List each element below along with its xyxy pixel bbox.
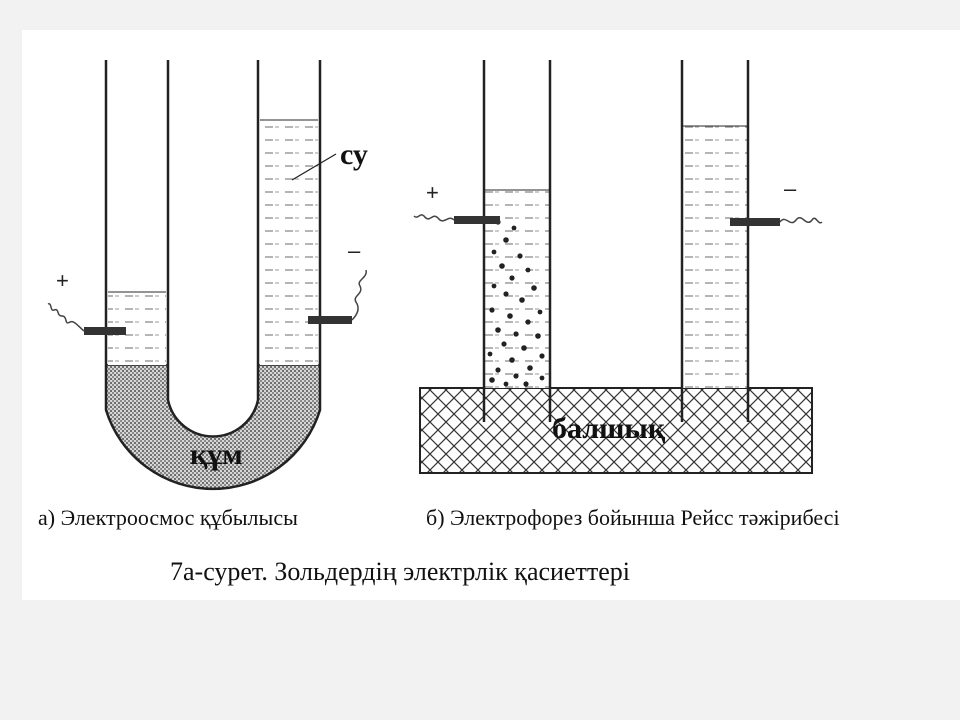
reuss-right-electrode-wire (779, 217, 823, 224)
figure-caption: 7а-сурет. Зольдердің электрлік қасиеттер… (170, 557, 630, 586)
sand-label: құм (190, 438, 243, 471)
right-electrode-wire (351, 269, 367, 321)
electrokinetic-diagram: + – су құм (38, 60, 840, 586)
reuss-plus-sign: + (426, 180, 439, 205)
reuss-minus-sign: – (784, 176, 797, 201)
particle-cloud (487, 219, 545, 387)
right-arm-water (260, 120, 318, 365)
right-electrode (308, 316, 352, 324)
caption-a: а) Электроосмос құбылысы (38, 505, 298, 530)
caption-b: б) Электрофорез бойынша Рейсс тәжірибесі (426, 505, 840, 530)
reuss-right-electrode (730, 218, 780, 226)
water-pointer (291, 153, 337, 181)
reuss-left-electrode (454, 216, 500, 224)
u-tube-outer-wall (104, 60, 322, 491)
reuss-apparatus: + – балшық (413, 60, 823, 474)
right-tube-water (682, 126, 748, 388)
clay-block (419, 387, 813, 474)
reuss-left-electrode-wire (413, 214, 455, 222)
left-electrode-wire (47, 303, 85, 332)
u-tube-inner-wall (166, 60, 260, 438)
left-plus-sign: + (56, 268, 69, 293)
right-minus-sign: – (348, 238, 361, 263)
left-electrode (84, 327, 126, 335)
clay-label: балшық (552, 412, 666, 445)
u-tube-apparatus: + – су құм (47, 60, 368, 491)
water-label: су (340, 138, 368, 171)
figure: + – су құм (22, 30, 960, 600)
